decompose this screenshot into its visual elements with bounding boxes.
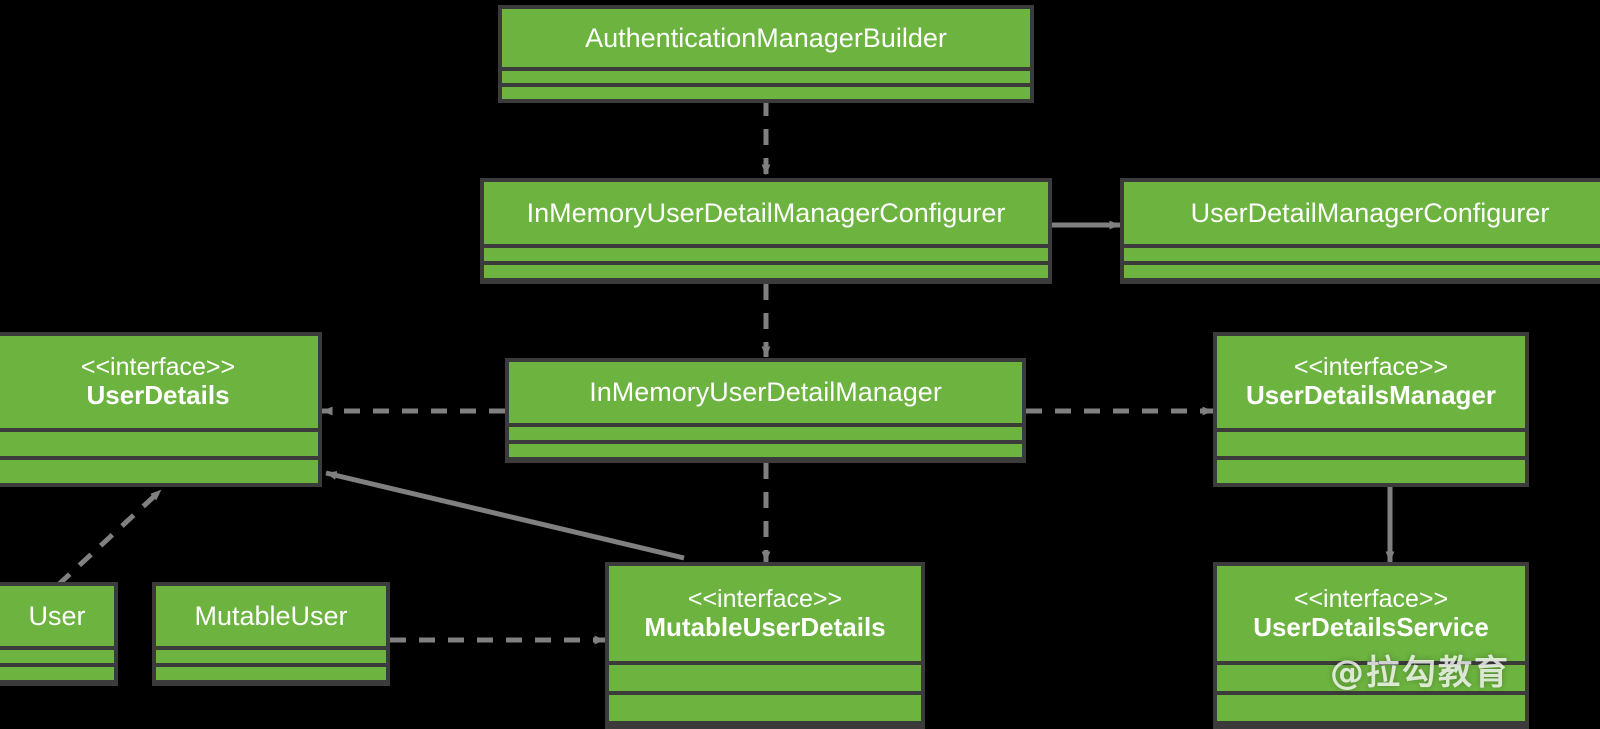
- class-header-user-details-manager: <<interface>> UserDetailsManager: [1217, 336, 1525, 428]
- compartment-separator: [1124, 244, 1600, 248]
- compartment-separator: [609, 661, 921, 665]
- rel-user-to-userdetails: [56, 488, 163, 587]
- class-box-user-detail-manager-configurer[interactable]: UserDetailManagerConfigurer: [1120, 178, 1600, 284]
- attributes-compartment: [1124, 248, 1600, 261]
- operations-compartment: [0, 667, 114, 680]
- class-box-user[interactable]: User: [0, 582, 118, 686]
- class-box-user-details[interactable]: <<interface>> UserDetails: [0, 332, 322, 487]
- class-header-authentication-manager-builder: AuthenticationManagerBuilder: [502, 9, 1030, 67]
- class-box-mutable-user-details[interactable]: <<interface>> MutableUserDetails: [605, 562, 925, 729]
- class-box-in-memory-user-detail-manager-configurer[interactable]: InMemoryUserDetailManagerConfigurer: [480, 178, 1052, 284]
- class-name-label: AuthenticationManagerBuilder: [585, 22, 947, 53]
- compartment-separator: [502, 83, 1030, 87]
- operations-compartment: [509, 444, 1022, 457]
- attributes-compartment: [1217, 665, 1525, 691]
- operations-compartment: [1124, 265, 1600, 278]
- class-name-label: UserDetails: [86, 380, 230, 411]
- attributes-compartment: [0, 432, 318, 456]
- compartment-separator: [1217, 428, 1525, 432]
- compartment-separator: [1217, 661, 1525, 665]
- operations-compartment: [1217, 460, 1525, 483]
- watermark-text: @拉勾教育: [1330, 653, 1510, 693]
- class-header-in-memory-user-detail-manager-configurer: InMemoryUserDetailManagerConfigurer: [484, 182, 1048, 244]
- compartment-separator: [509, 440, 1022, 444]
- class-box-user-details-service[interactable]: <<interface>> UserDetailsService: [1213, 562, 1529, 729]
- compartment-separator: [1217, 691, 1525, 695]
- class-box-authentication-manager-builder[interactable]: AuthenticationManagerBuilder: [498, 5, 1034, 103]
- operations-compartment: [484, 265, 1048, 278]
- compartment-separator: [156, 646, 386, 650]
- operations-compartment: [156, 667, 386, 680]
- operations-compartment: [502, 87, 1030, 99]
- class-name-label: MutableUser: [194, 600, 348, 631]
- operations-compartment: [1217, 695, 1525, 721]
- class-name-label: UserDetailsManager: [1246, 380, 1496, 411]
- class-box-user-details-manager[interactable]: <<interface>> UserDetailsManager: [1213, 332, 1529, 487]
- class-header-user-details-service: <<interface>> UserDetailsService: [1217, 566, 1525, 661]
- compartment-separator: [484, 261, 1048, 265]
- class-name-label: InMemoryUserDetailManager: [589, 377, 942, 408]
- class-name-label: InMemoryUserDetailManagerConfigurer: [526, 197, 1006, 228]
- compartment-separator: [0, 456, 318, 460]
- stereotype-label: <<interface>>: [80, 353, 236, 382]
- class-name-label: User: [28, 600, 86, 631]
- class-name-label: UserDetailsService: [1253, 611, 1489, 642]
- attributes-compartment: [156, 650, 386, 663]
- compartment-separator: [484, 244, 1048, 248]
- compartment-separator: [509, 423, 1022, 427]
- compartment-separator: [502, 67, 1030, 71]
- class-name-label: MutableUserDetails: [644, 611, 886, 642]
- compartment-separator: [609, 691, 921, 695]
- attributes-compartment: [609, 665, 921, 691]
- class-header-user: User: [0, 586, 114, 646]
- class-box-mutable-user[interactable]: MutableUser: [152, 582, 390, 686]
- attributes-compartment: [484, 248, 1048, 261]
- class-header-user-detail-manager-configurer: UserDetailManagerConfigurer: [1124, 182, 1600, 244]
- class-header-mutable-user-details: <<interface>> MutableUserDetails: [609, 566, 921, 661]
- class-header-user-details: <<interface>> UserDetails: [0, 336, 318, 428]
- attributes-compartment: [0, 650, 114, 663]
- operations-compartment: [0, 460, 318, 483]
- compartment-separator: [1217, 456, 1525, 460]
- class-box-in-memory-user-detail-manager[interactable]: InMemoryUserDetailManager: [505, 358, 1026, 463]
- attributes-compartment: [502, 71, 1030, 83]
- stereotype-label: <<interface>>: [1293, 353, 1449, 382]
- attributes-compartment: [509, 427, 1022, 440]
- stereotype-label: <<interface>>: [687, 584, 843, 613]
- compartment-separator: [1124, 261, 1600, 265]
- rel-mutableuserdetails-to-userdetails: [325, 470, 685, 561]
- class-name-label: UserDetailManagerConfigurer: [1190, 197, 1550, 228]
- operations-compartment: [609, 695, 921, 721]
- compartment-separator: [156, 663, 386, 667]
- attributes-compartment: [1217, 432, 1525, 456]
- class-header-mutable-user: MutableUser: [156, 586, 386, 646]
- class-header-in-memory-user-detail-manager: InMemoryUserDetailManager: [509, 362, 1022, 423]
- stereotype-label: <<interface>>: [1293, 584, 1449, 613]
- compartment-separator: [0, 428, 318, 432]
- compartment-separator: [0, 663, 114, 667]
- compartment-separator: [0, 646, 114, 650]
